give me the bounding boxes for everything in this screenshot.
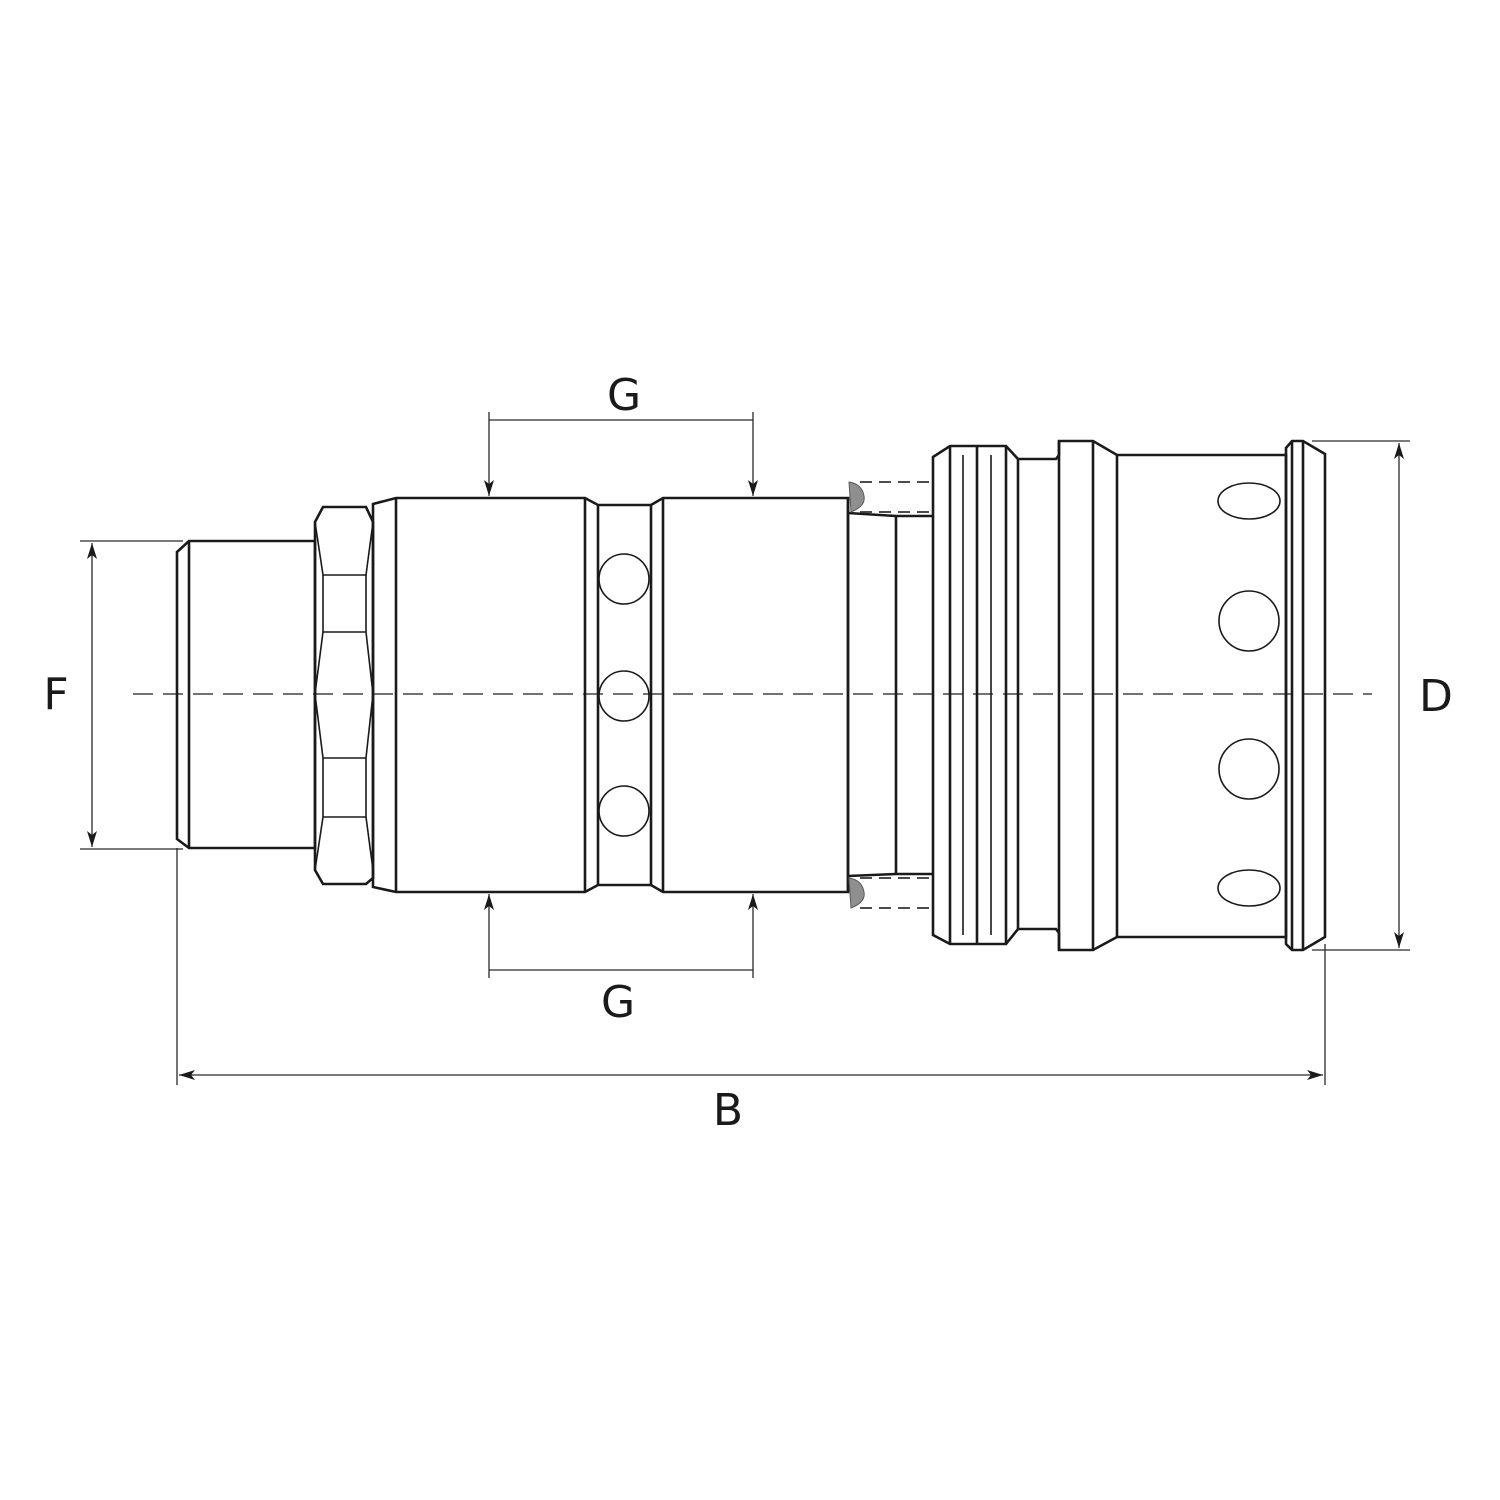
main-body [371,496,850,894]
neck [1018,441,1061,950]
ball-hole [598,785,650,837]
ball-hole [598,553,650,605]
label-d: D [1419,671,1453,722]
dimension-g-top: G [484,370,758,496]
locking-slot [1217,482,1281,520]
o-ring-bottom [848,877,865,909]
locking-ball-hole [1218,738,1280,800]
socket-body [1057,439,1288,952]
label-g-bottom: G [601,977,635,1028]
label-g-top: G [607,370,641,421]
end-ring [1284,439,1327,952]
locking-ball-hole [1218,590,1280,652]
dimension-b: B [176,848,1326,1136]
label-b: B [713,1085,743,1136]
seal-collar [846,481,933,909]
ball-hole [598,670,650,722]
knurled-sleeve [931,444,1020,946]
dimension-d: D [1312,440,1453,951]
locking-slot [1217,869,1281,907]
label-f: F [43,669,68,720]
o-ring-top [848,481,865,513]
hex-nut [313,505,375,886]
dimension-g-bottom: G [484,894,758,1028]
dimension-f: F [43,540,183,850]
